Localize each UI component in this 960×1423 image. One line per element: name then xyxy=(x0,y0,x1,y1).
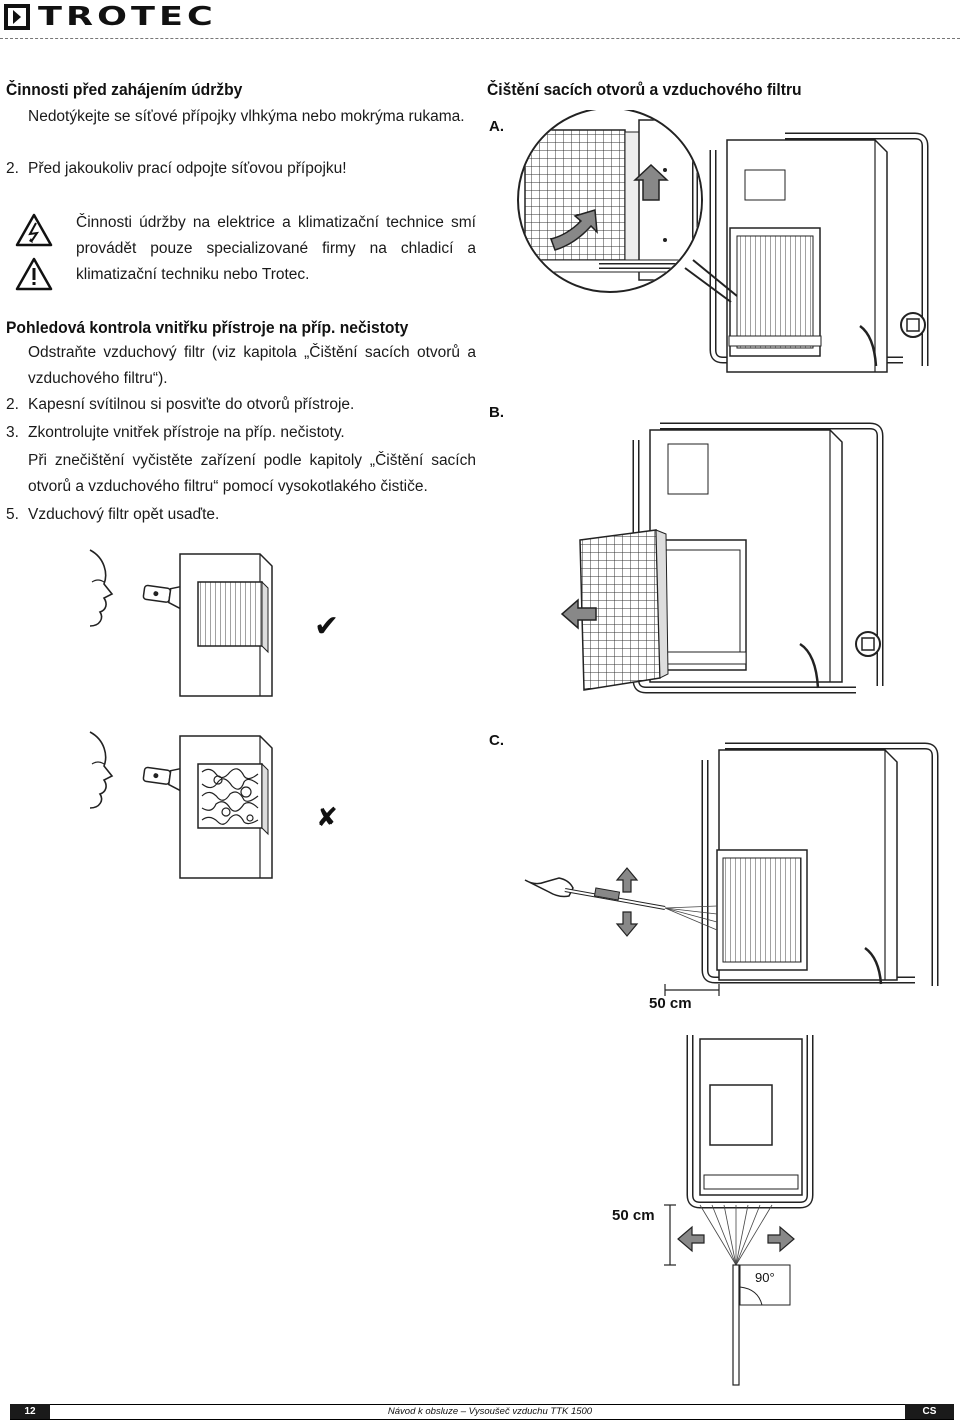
list-item: 4.Při znečištění vyčistěte zařízení podl… xyxy=(28,452,476,495)
list-item: 1.Nedotýkejte se síťové přípojky vlhkýma… xyxy=(28,108,465,125)
list-item: 2.Kapesní svítilnou si posviťte do otvor… xyxy=(6,396,355,413)
page-number: 12 xyxy=(10,1404,50,1419)
brand-name: TROTEC xyxy=(38,2,217,32)
list-item: 2.Před jakoukoliv prací odpojte síťovou … xyxy=(6,160,347,177)
trotec-logo-icon xyxy=(4,4,30,30)
section-title-visual-inspection: Pohledová kontrola vnitřku přístroje na … xyxy=(6,318,409,337)
warning-text: Činnosti údržby na elektrice a klimatiza… xyxy=(76,214,476,283)
figure-b-filter-removed xyxy=(560,422,884,694)
figure-c-pressure-washer xyxy=(524,742,939,996)
list-item: 5.Vzduchový filtr opět usaďte. xyxy=(6,506,220,523)
list-item: 1.Odstraňte vzduchový filtr (viz kapitol… xyxy=(28,344,476,387)
dirty-interior-illustration: ✘ xyxy=(89,731,338,879)
figure-c-top-view xyxy=(664,1035,814,1386)
trotec-logo: TROTEC xyxy=(4,2,219,32)
dimension-top-label: 50 cm xyxy=(649,995,692,1012)
figure-label-c: C. xyxy=(489,732,504,749)
footer-title: Návod k obsluze – Vysoušeč vzduchu TTK 1… xyxy=(387,1406,593,1417)
angle-label: 90° xyxy=(755,1270,775,1285)
list-item: 3.Zkontrolujte vnitřek přístroje na příp… xyxy=(6,424,345,441)
general-warning-icon xyxy=(15,257,53,291)
clean-interior-illustration: ✔ xyxy=(89,549,339,697)
electric-hazard-icon xyxy=(15,213,53,247)
bad-cross-icon: ✘ xyxy=(316,803,338,833)
header-rule xyxy=(0,38,960,39)
language-code: CS xyxy=(905,1404,954,1419)
section-title-before-maintenance: Činnosti před zahájením údržby xyxy=(6,80,243,99)
footer-bar xyxy=(10,1404,954,1420)
figure-label-a: A. xyxy=(489,118,504,135)
figure-a-remove-filter xyxy=(517,110,929,373)
ok-check-icon: ✔ xyxy=(314,609,339,644)
figure-label-b: B. xyxy=(489,404,504,421)
dimension-side-label: 50 cm xyxy=(612,1207,655,1224)
section-title-cleaning: Čištění sacích otvorů a vzduchového filt… xyxy=(487,80,802,99)
